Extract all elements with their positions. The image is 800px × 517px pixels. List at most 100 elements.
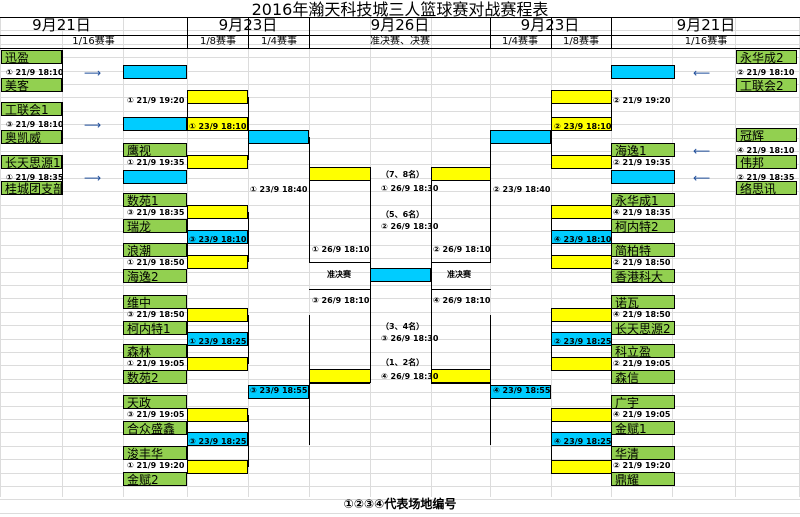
team-box-right-inner[interactable]: 简柏特 <box>611 243 675 257</box>
r8-slot-left[interactable] <box>187 255 248 269</box>
venue-footnote: ①②③④代表场地编号 <box>343 497 457 511</box>
grid-row-line <box>0 84 800 85</box>
r8-slot-right[interactable] <box>551 308 612 322</box>
date-left-r8: 9月23日 <box>218 16 278 34</box>
bracket-line <box>611 210 612 262</box>
match-time-right-inner: ② 21/9 19:05 <box>613 359 671 368</box>
date-right-r16: 9月21日 <box>676 16 736 34</box>
header-divider <box>248 17 249 48</box>
match-time-left-r8: ① 23/9 18:25 <box>189 337 247 346</box>
team-box-left-inner[interactable]: 数苑1 <box>123 193 187 207</box>
team-box-left-outer[interactable]: 长天思源1 <box>1 155 62 169</box>
r8-slot-left[interactable] <box>187 308 248 322</box>
date-center: 9月26日 <box>370 16 430 34</box>
sf-slot-right[interactable] <box>431 167 491 181</box>
team-box-left-inner[interactable]: 森林 <box>123 344 187 358</box>
team-box-left-inner[interactable]: 浪潮 <box>123 243 187 257</box>
grid-row-line <box>0 164 800 165</box>
team-box-right-outer[interactable]: 冠辉 <box>736 128 797 142</box>
r8-slot-right[interactable] <box>551 90 612 104</box>
grid-row-line <box>0 138 800 139</box>
bracket-line <box>187 210 188 262</box>
team-box-right-inner[interactable]: 永华成1 <box>611 193 675 207</box>
grid-row-line <box>0 245 800 246</box>
team-box-right-inner[interactable]: 科立盈 <box>611 344 675 358</box>
team-box-right-inner[interactable]: 广宇 <box>611 395 675 409</box>
winner-slot-left[interactable] <box>123 117 187 131</box>
team-box-left-inner[interactable]: 柯内特1 <box>123 321 187 335</box>
match-time-left-inner: ① 21/9 18:50 <box>127 258 185 267</box>
r8-slot-right[interactable] <box>551 408 612 422</box>
match-time-right-inner: ④ 21/9 18:50 <box>613 310 671 319</box>
sf-slot-left[interactable] <box>309 167 371 181</box>
team-box-left-outer[interactable]: 美客 <box>1 78 62 92</box>
match-time-p34: ③ 26/9 18:30 <box>381 334 439 343</box>
team-box-right-inner[interactable]: 金赋1 <box>611 421 675 435</box>
grid-row-line <box>0 432 800 433</box>
qf-slot-left[interactable] <box>248 385 309 399</box>
r8-slot-right[interactable] <box>551 155 612 169</box>
placement-34-label: （3、4名） <box>381 322 425 331</box>
round-left-qf: 1/4赛事 <box>260 36 298 47</box>
team-box-left-inner[interactable]: 天政 <box>123 395 187 409</box>
team-box-right-inner[interactable]: 香港科大 <box>611 269 675 283</box>
winner-slot-left[interactable] <box>123 65 187 79</box>
match-time-right-qf: ② 23/9 18:40 <box>493 185 551 194</box>
grid-row-line <box>0 178 800 179</box>
team-box-left-outer[interactable]: 奥凯威 <box>1 130 62 144</box>
r8-slot-left[interactable] <box>187 460 248 474</box>
qf-slot-right[interactable] <box>490 130 551 144</box>
winner-slot-right[interactable] <box>611 170 675 184</box>
r8-slot-left[interactable] <box>187 357 248 371</box>
team-box-left-outer[interactable]: 工联会1 <box>1 102 62 116</box>
team-box-right-inner[interactable]: 森信 <box>611 370 675 384</box>
sf-slot-left[interactable] <box>309 369 371 383</box>
grid-row-line <box>0 191 800 192</box>
grid-row-line <box>0 111 800 112</box>
grid-row-line <box>0 446 800 447</box>
sf-slot-right[interactable] <box>431 369 491 383</box>
r8-slot-right[interactable] <box>551 255 612 269</box>
team-box-right-inner[interactable]: 鼎耀 <box>611 472 675 486</box>
team-box-left-inner[interactable]: 鹰视 <box>123 143 187 157</box>
semifinal-label-right: 准决赛 <box>447 270 471 279</box>
team-box-right-outer[interactable]: 伟邦 <box>736 155 797 169</box>
team-box-right-inner[interactable]: 海逸1 <box>611 143 675 157</box>
grid-row-line <box>0 258 800 259</box>
r8-slot-right[interactable] <box>551 205 612 219</box>
final-slot[interactable] <box>370 268 431 282</box>
team-box-left-outer[interactable]: 迅盈 <box>1 50 62 64</box>
header-divider <box>551 17 552 48</box>
team-box-left-inner[interactable]: 维中 <box>123 295 187 309</box>
team-box-right-inner[interactable]: 华清 <box>611 446 675 460</box>
r8-slot-left[interactable] <box>187 408 248 422</box>
team-box-left-inner[interactable]: 数苑2 <box>123 370 187 384</box>
r8-slot-right[interactable] <box>551 460 612 474</box>
team-box-right-outer[interactable]: 工联会2 <box>736 78 797 92</box>
r8-slot-left[interactable] <box>187 205 248 219</box>
grid-row-line <box>0 365 800 366</box>
team-box-right-outer[interactable]: 络思讯 <box>736 181 797 195</box>
winner-slot-right[interactable] <box>611 65 675 79</box>
team-box-right-inner[interactable]: 诺瓦 <box>611 295 675 309</box>
r8-slot-left[interactable] <box>187 90 248 104</box>
team-box-right-inner[interactable]: 柯内特2 <box>611 219 675 233</box>
team-box-left-inner[interactable]: 金赋2 <box>123 472 187 486</box>
team-box-right-inner[interactable]: 长天思源2 <box>611 321 675 335</box>
team-box-left-inner[interactable]: 浚丰华 <box>123 446 187 460</box>
bracket-line <box>551 415 552 467</box>
team-box-left-inner[interactable]: 合众盛鑫 <box>123 421 187 435</box>
team-box-right-outer[interactable]: 永华成2 <box>736 50 797 64</box>
r8-slot-left[interactable] <box>187 155 248 169</box>
team-box-left-inner[interactable]: 海逸2 <box>123 269 187 283</box>
grid-row-line <box>0 285 800 286</box>
team-box-left-inner[interactable]: 瑞龙 <box>123 219 187 233</box>
grid-row-line <box>0 298 800 299</box>
header-divider <box>611 17 612 48</box>
team-box-left-outer[interactable]: 桂城团支部 <box>1 181 62 195</box>
qf-slot-left[interactable] <box>248 130 309 144</box>
left-arrow-icon: ⟵ <box>693 171 711 185</box>
right-arrow-icon: ⟶ <box>84 66 102 80</box>
r8-slot-right[interactable] <box>551 357 612 371</box>
winner-slot-left[interactable] <box>123 170 187 184</box>
